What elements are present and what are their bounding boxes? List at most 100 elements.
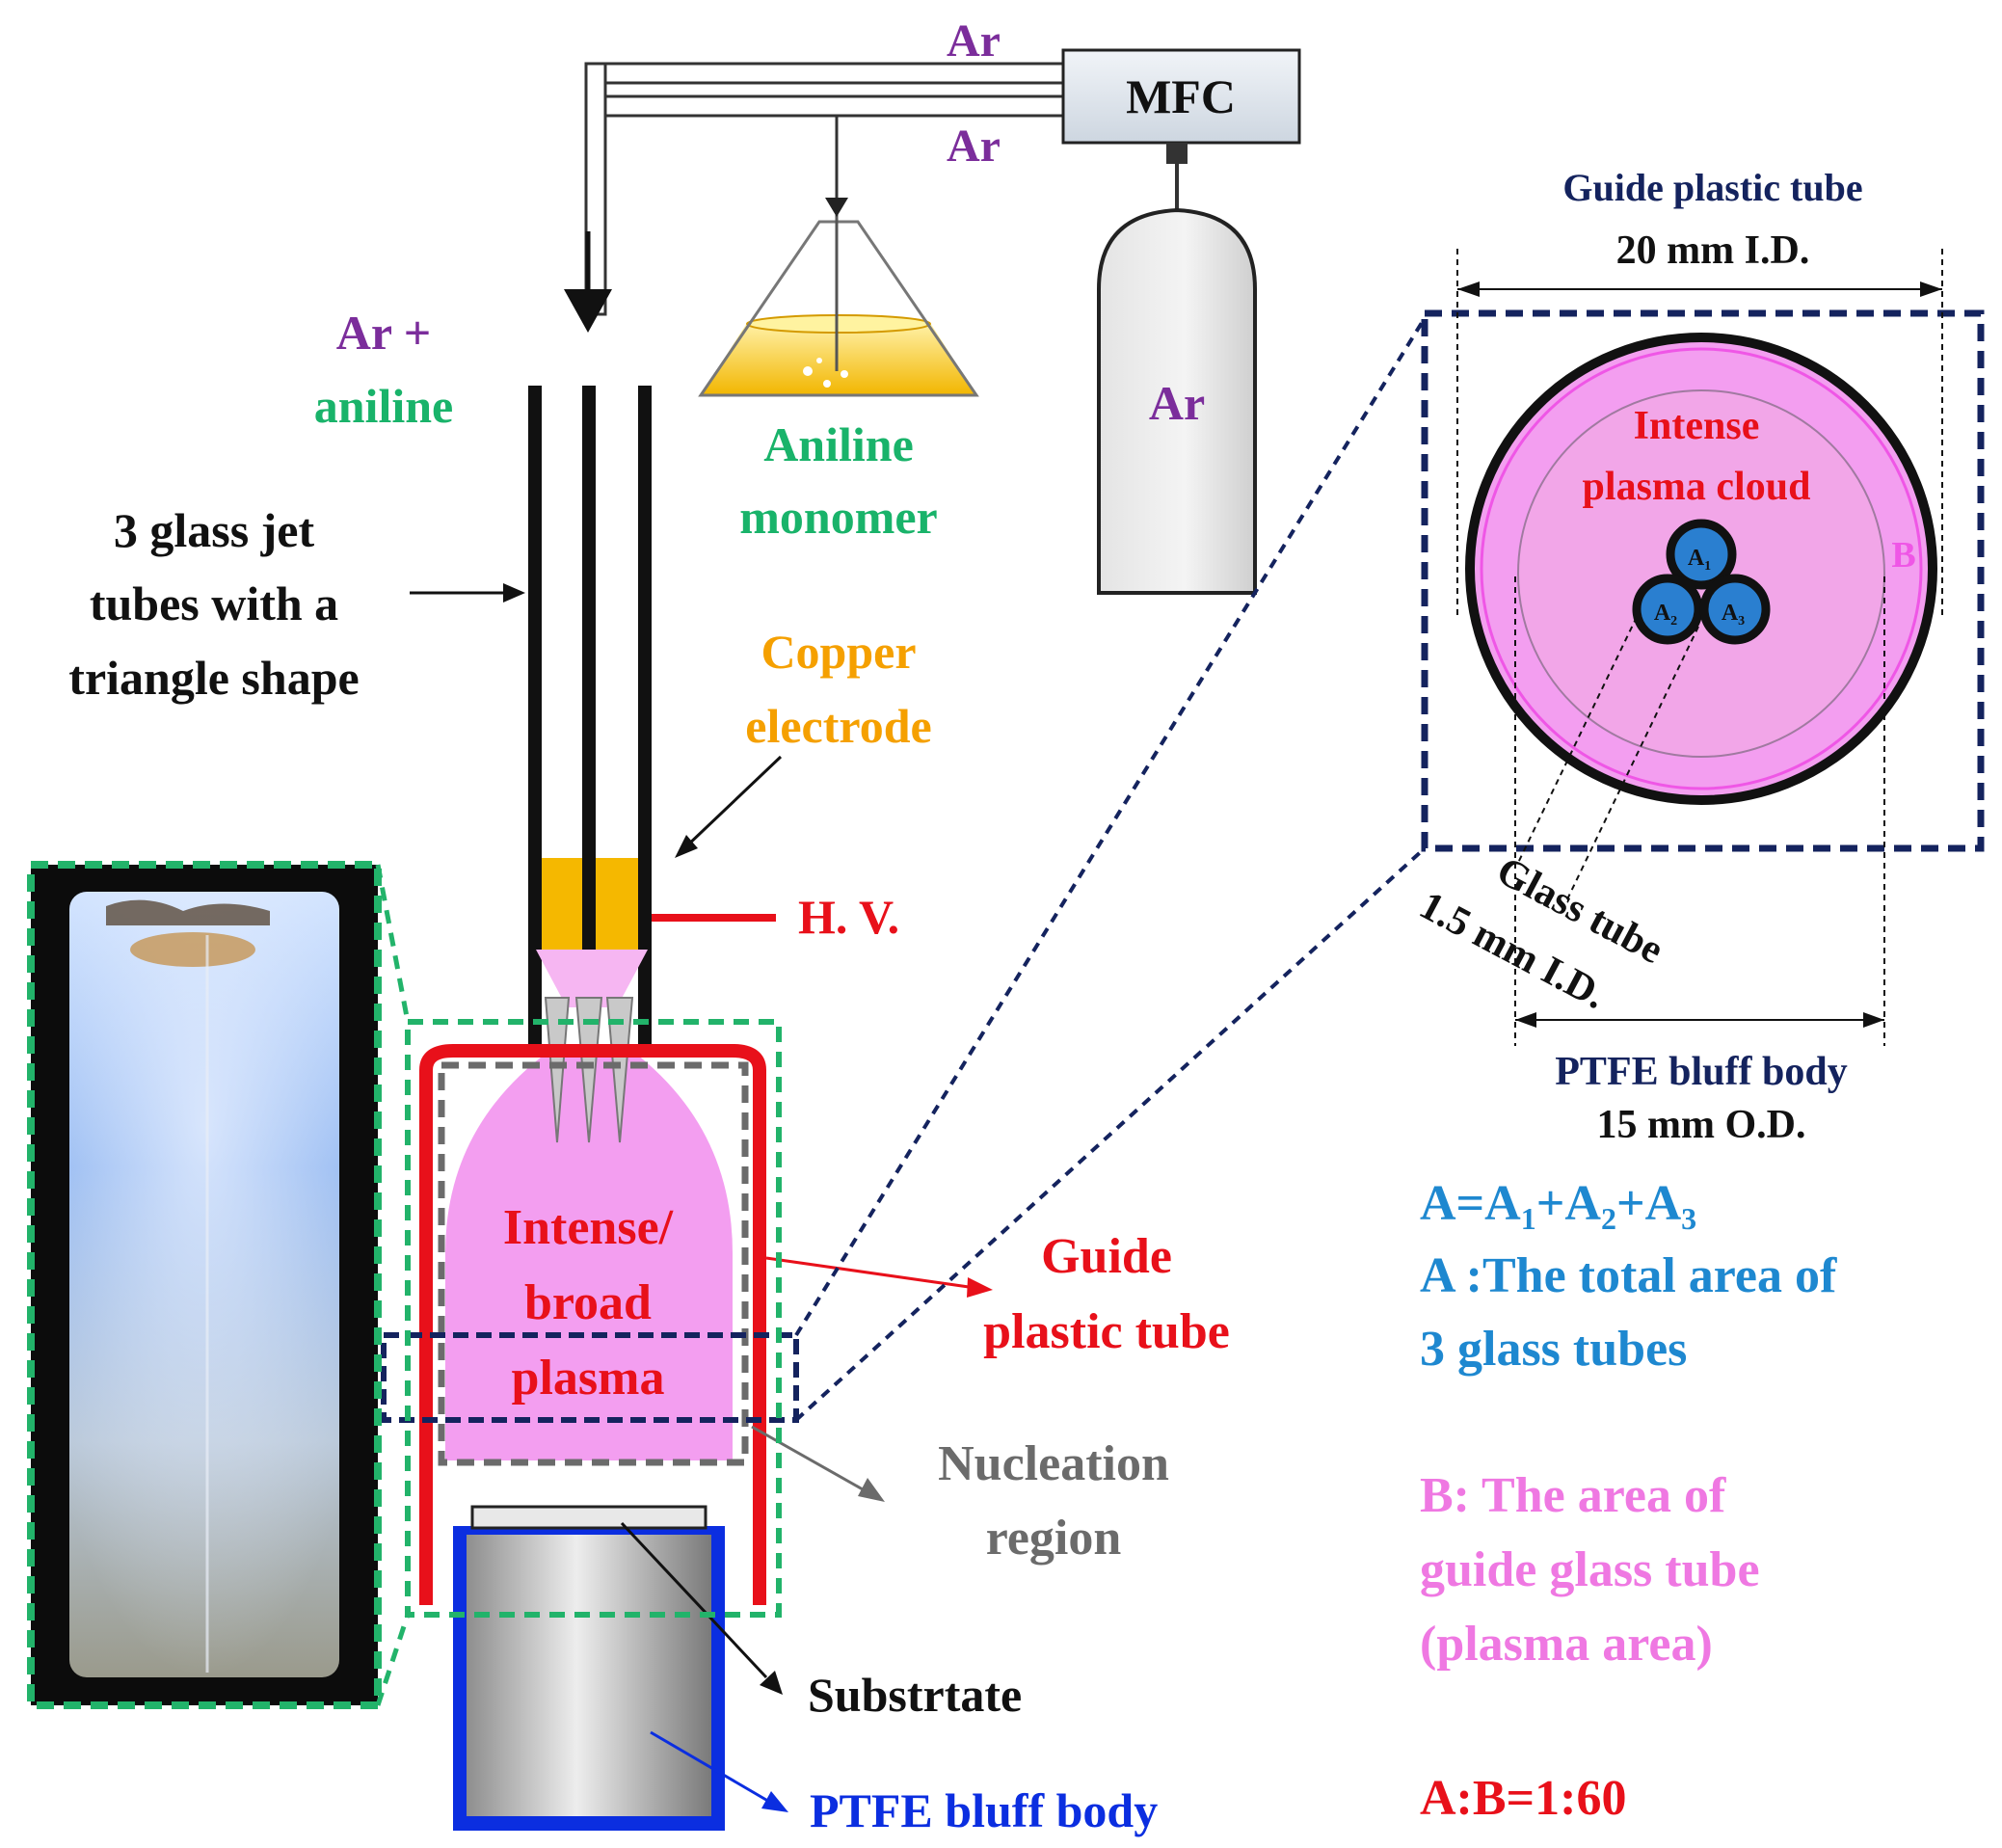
nucleation-pointer-head	[858, 1478, 885, 1502]
glass-tube-leader-1	[1517, 616, 1638, 864]
guide-pointer-head	[967, 1277, 993, 1298]
ptfe-pointer	[650, 1730, 772, 1805]
area-ratio: A:B=1:60	[1420, 1771, 1627, 1826]
ptfe-label: PTFE bluff body	[810, 1783, 1158, 1837]
gas-pipe-upper	[584, 62, 1065, 85]
mfc-unit: MFC	[1061, 48, 1301, 210]
aniline-monomer-label-2: monomer	[739, 490, 938, 544]
glass-tube-a3	[1699, 574, 1771, 645]
plasma-label-3: plasma	[512, 1351, 665, 1406]
glass-tube-leader-2	[1565, 626, 1699, 902]
substrate-pointer-head	[760, 1671, 783, 1695]
flask-liquid-surface	[746, 314, 931, 334]
magnify-connector-bottom	[375, 1614, 411, 1706]
plasma-label-2: broad	[524, 1275, 652, 1330]
plasma-bell	[445, 1051, 733, 1460]
jet-tube-right	[638, 386, 652, 1056]
ptfe-dim-arrow-right	[1863, 1012, 1884, 1028]
jet-needle	[544, 997, 571, 1143]
aniline-monomer-label-1: Aniline	[763, 417, 914, 471]
substrate-pointer	[620, 1521, 768, 1679]
ptfe-pointer-head	[761, 1791, 788, 1812]
cylinder-label: Ar	[1149, 376, 1205, 430]
magnified-region-outline	[405, 1019, 782, 1618]
bubble	[816, 358, 822, 363]
b-definition-2: guide glass tube	[1420, 1542, 1760, 1597]
jet-needle	[574, 997, 603, 1143]
pink-cone-tip	[536, 950, 648, 1007]
guide-label-2: plastic tube	[983, 1304, 1230, 1359]
glass-jet-label-1: 3 glass jet	[114, 503, 315, 557]
photo-outline	[27, 861, 382, 1709]
aniline-flask	[698, 198, 979, 397]
inset-frame	[1421, 309, 1985, 852]
photo-glow-highlight	[69, 892, 339, 1677]
substrate-cylinder	[467, 1535, 711, 1816]
guide-dimension: 20 mm I.D.	[1616, 228, 1810, 273]
mfc-regulator	[1166, 143, 1188, 164]
a3-label: A3	[1722, 601, 1745, 629]
nucleation-label-2: region	[986, 1511, 1122, 1566]
glass-jet-label-3: triangle shape	[68, 651, 359, 705]
glass-tube-a1	[1666, 519, 1737, 590]
b-label: B	[1891, 535, 1915, 576]
jet-tube-middle	[582, 386, 596, 1056]
cross-section-inset: Guide plastic tube 20 mm I.D. Intense pl…	[1412, 166, 1985, 1147]
argon-cylinder: Ar	[1097, 207, 1257, 595]
substrate-label: Substrtate	[808, 1668, 1022, 1722]
guide-tube-inner-rim	[1480, 347, 1923, 790]
cloud-label-1: Intense	[1634, 404, 1760, 448]
ar-aniline-prefix: Ar +	[336, 306, 431, 360]
ar-aniline-label-1: Ar +	[336, 306, 431, 360]
glass-jet-label-2: tubes with a	[90, 576, 338, 630]
substrate-assembly	[453, 1505, 725, 1831]
ptfe-dim-arrow-left	[1515, 1012, 1536, 1028]
photo-top-debris	[106, 899, 270, 925]
guide-title: Guide plastic tube	[1562, 166, 1862, 209]
flask-liquid	[701, 323, 976, 395]
flask-body	[698, 220, 979, 397]
hv-label: H. V.	[798, 890, 899, 944]
copper-label-2: electrode	[745, 699, 931, 753]
flow-arrow-head	[564, 289, 612, 333]
ptfe-inset-title: PTFE bluff body	[1555, 1050, 1847, 1094]
copper-label-1: Copper	[761, 625, 916, 679]
cloud-label-2: plasma cloud	[1583, 465, 1811, 509]
glass-jet-tubes	[528, 386, 652, 1056]
guide-label-1: Guide	[1041, 1229, 1172, 1284]
copper-pointer-head	[675, 835, 698, 858]
guide-plastic-tube	[419, 1044, 766, 1605]
ar-label-top: Ar	[947, 15, 1001, 67]
a-definition-1: A :The total area of	[1420, 1248, 1837, 1303]
nucleation-pointer	[751, 1425, 864, 1491]
b-definition-3: (plasma area)	[1420, 1617, 1713, 1672]
jet-needle	[605, 997, 634, 1143]
nucleation-label-1: Nucleation	[938, 1436, 1169, 1491]
substrate-plate	[470, 1505, 707, 1530]
inset-connector-bottom	[794, 846, 1427, 1422]
magnify-connector-top	[375, 864, 411, 1023]
a-definition-2: 3 glass tubes	[1420, 1322, 1687, 1377]
guide-pointer	[765, 1256, 970, 1289]
glass-jet-pointer-head	[503, 583, 525, 603]
plasma-region	[445, 950, 733, 1460]
mfc-label: MFC	[1126, 69, 1236, 123]
ar-label-mid: Ar	[947, 121, 1001, 172]
bubble	[841, 370, 848, 378]
guide-dim-arrow-right	[1920, 281, 1942, 297]
bubble	[803, 366, 813, 376]
guide-dim-arrow-left	[1457, 281, 1480, 297]
copper-pointer	[682, 755, 783, 850]
a2-label: A2	[1654, 601, 1677, 629]
ptfe-inset-dimension: 15 mm O.D.	[1597, 1103, 1806, 1147]
flask-stopper	[825, 198, 848, 217]
jet-tube-left	[528, 386, 542, 1056]
gas-lines	[564, 62, 1065, 333]
mfc-box	[1061, 48, 1301, 145]
inset-connector-top	[794, 316, 1427, 1337]
photo-deposit	[130, 932, 255, 967]
area-legend: A=A1+A2+A3 A :The total area of 3 glass …	[1420, 1176, 1837, 1826]
a1-label: A1	[1688, 546, 1711, 574]
nucleation-region-outline	[438, 1061, 749, 1466]
